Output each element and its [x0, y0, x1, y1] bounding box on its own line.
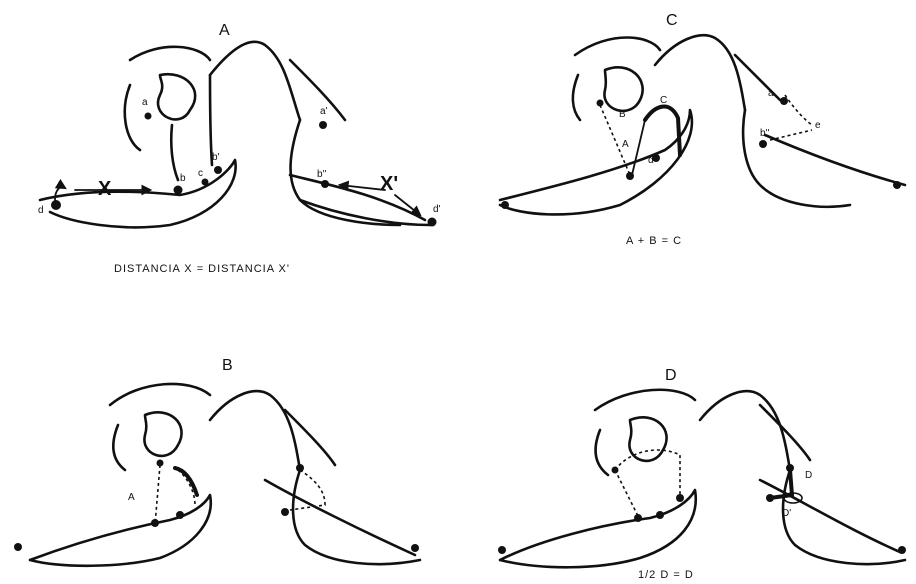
label-x-prime: X': [380, 173, 398, 195]
label-b-double-prime: b'': [317, 169, 326, 180]
label-b-prime: b': [212, 152, 220, 163]
label-alpha: α: [648, 155, 654, 166]
label-B: B: [619, 109, 626, 120]
panel-d: D D D' 1/2 D = D: [498, 367, 906, 581]
label-d: d: [38, 205, 44, 216]
panel-b: B A: [14, 357, 420, 566]
panel-d-caption: 1/2 D = D: [638, 569, 694, 581]
panel-c: C B A C α a b'' e: [500, 12, 905, 247]
panel-c-drawing: [500, 35, 905, 214]
panel-a-caption: DISTANCIA X = DISTANCIA X': [114, 263, 290, 275]
label-a-prime: a': [320, 106, 328, 117]
panel-d-title: D: [665, 367, 677, 384]
label-e: e: [815, 120, 821, 131]
panel-b-drawing: [14, 384, 420, 566]
label-C: C: [660, 95, 667, 106]
label-b-double-prime: b'': [760, 128, 769, 139]
panel-a-title: A: [219, 22, 230, 39]
panel-a: A a a' b b': [38, 22, 441, 275]
label-c: c: [198, 168, 203, 179]
label-A: A: [622, 139, 629, 150]
panel-c-title: C: [666, 12, 678, 29]
panel-d-drawing: [498, 390, 906, 568]
panel-c-caption: A + B = C: [626, 235, 682, 247]
label-d-prime: d': [433, 204, 441, 215]
panel-b-title: B: [222, 357, 233, 374]
label-D-lower: D': [782, 508, 791, 519]
label-a: a: [142, 97, 148, 108]
label-A: A: [128, 492, 135, 503]
label-b: b: [180, 173, 186, 184]
label-D-upper: D: [805, 470, 812, 481]
label-a: a: [768, 88, 774, 99]
label-x: X: [98, 178, 112, 200]
